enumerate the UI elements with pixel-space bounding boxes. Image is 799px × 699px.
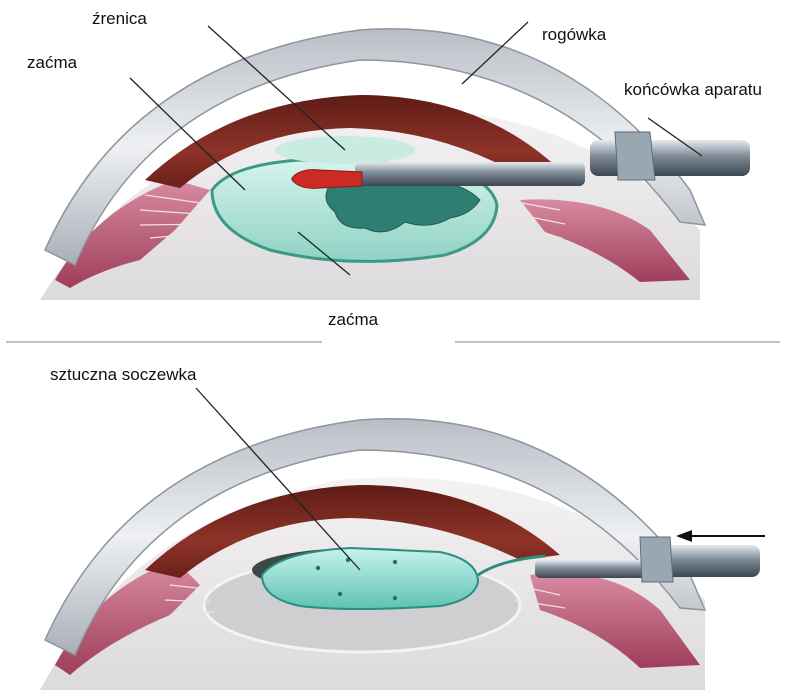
label-cataract-lower: zaćma [328, 310, 379, 329]
instrument-handle [590, 140, 750, 176]
label-pupil: źrenica [92, 9, 147, 28]
artificial-lens [262, 548, 478, 609]
label-cataract-upper: zaćma [27, 53, 78, 72]
instrument-collar [615, 132, 655, 180]
instrument-collar [640, 537, 673, 582]
top-eye-illustration [40, 29, 750, 300]
label-cornea: rogówka [542, 25, 607, 44]
insertion-arrow [676, 530, 765, 542]
instrument-shaft [355, 162, 585, 186]
probe-tip [292, 170, 362, 189]
instrument-shaft [535, 560, 655, 578]
label-artificial-lens: sztuczna soczewka [50, 365, 197, 384]
label-device-tip: końcówka aparatu [624, 80, 762, 99]
bottom-eye-illustration [40, 419, 765, 690]
